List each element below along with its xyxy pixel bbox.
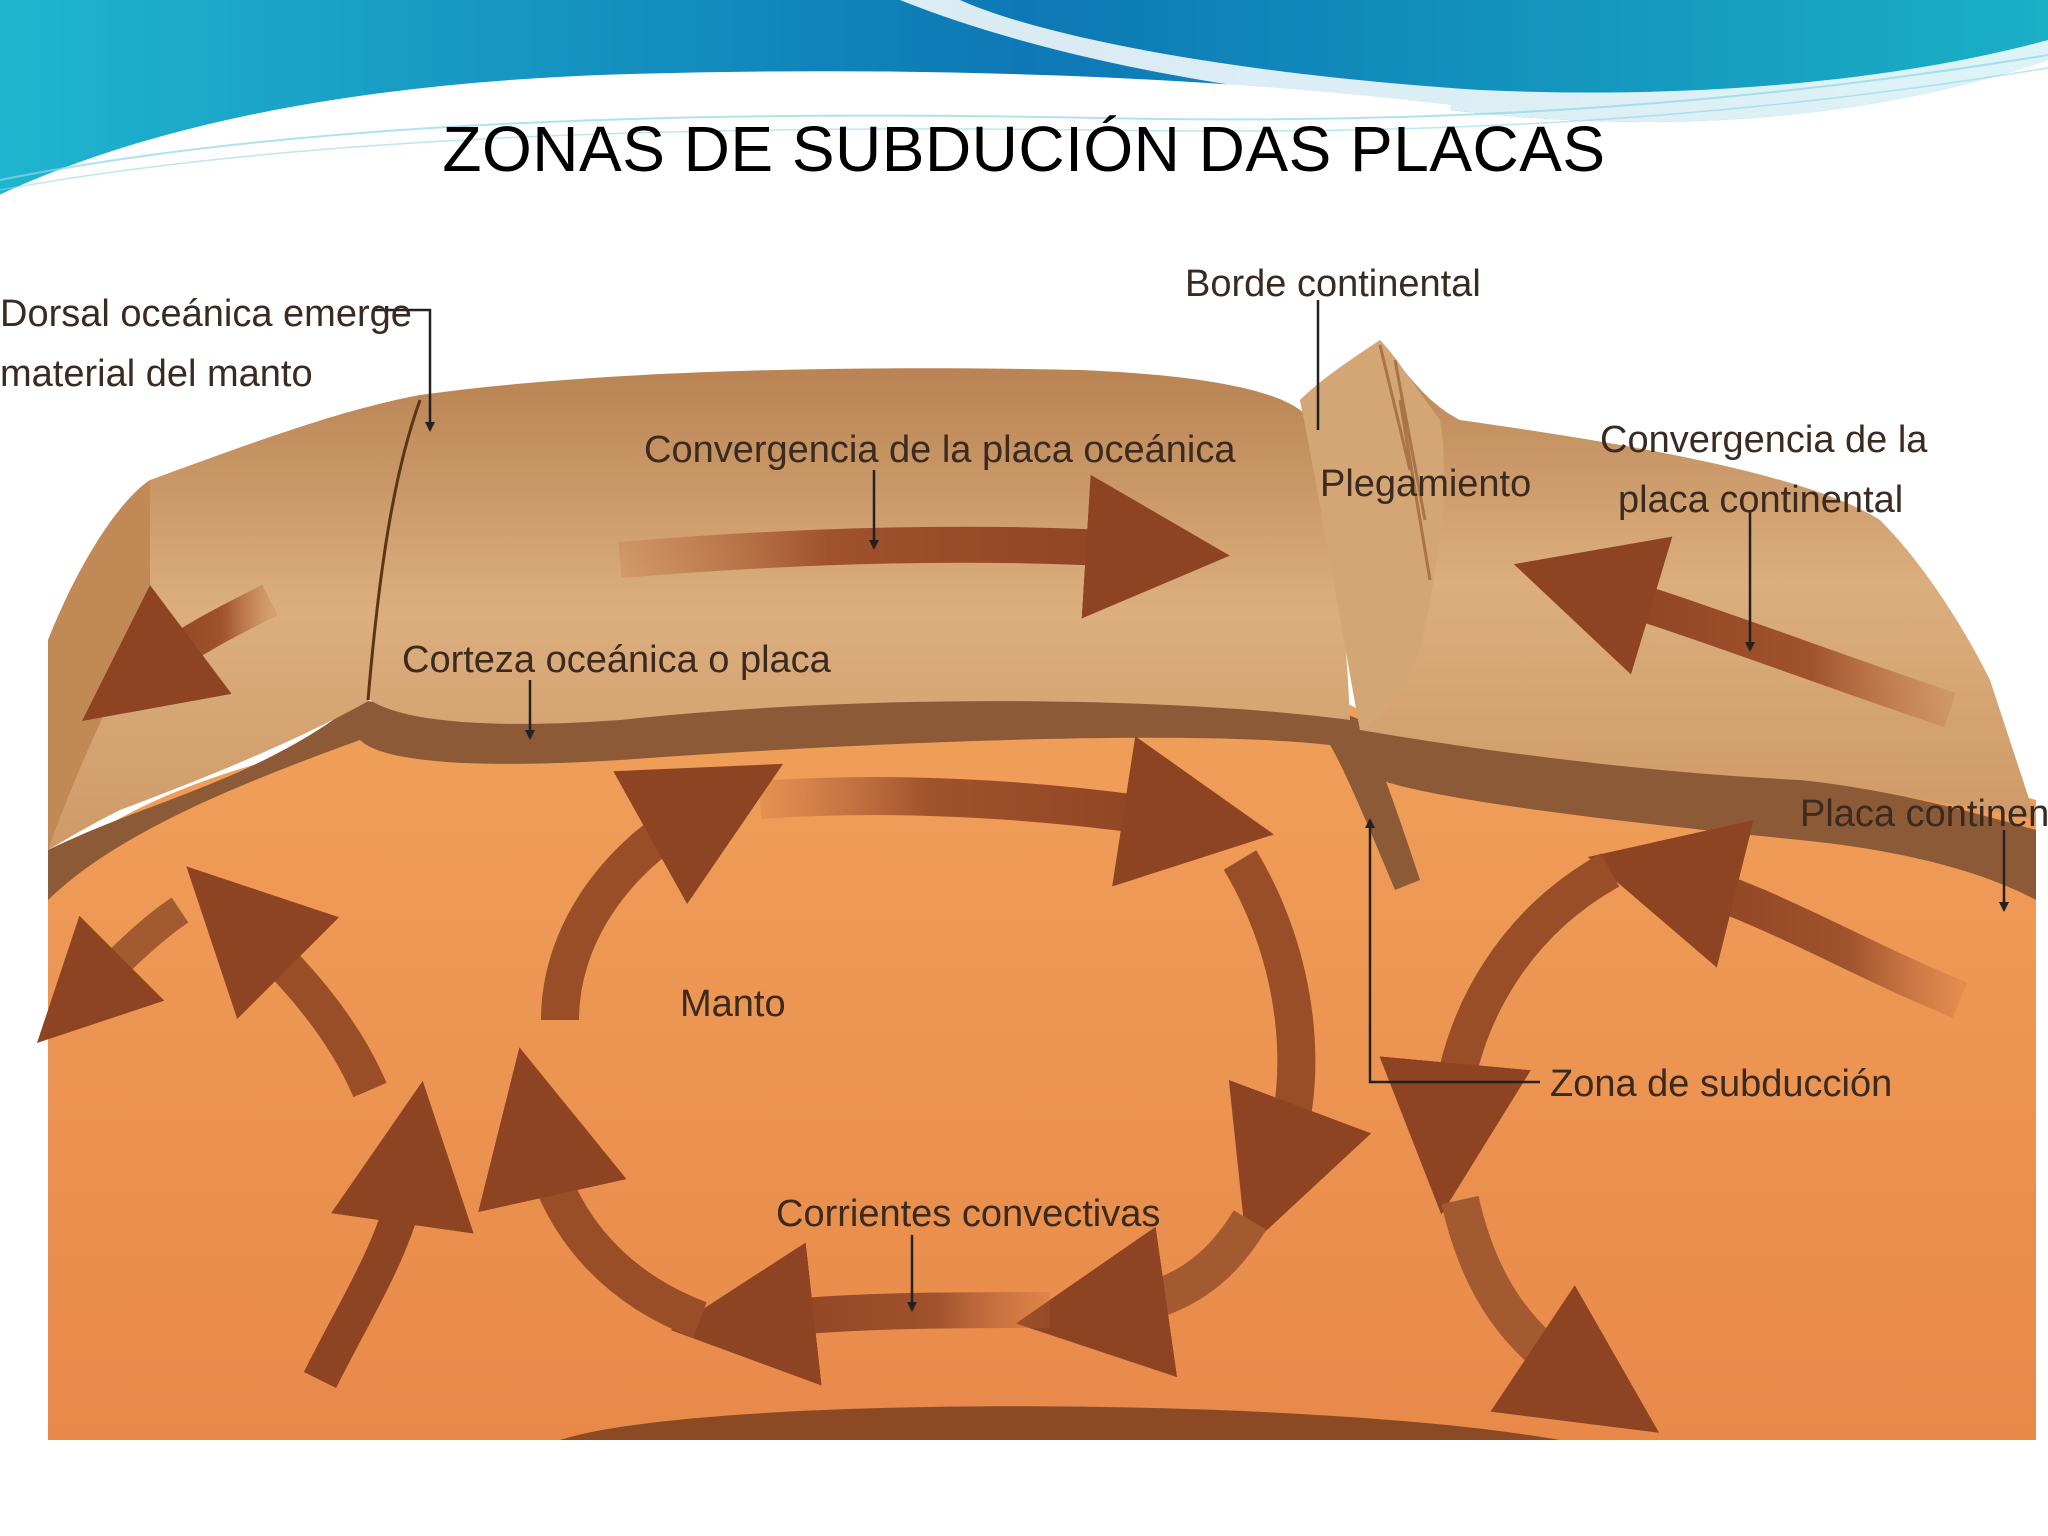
label-dorsal-1: Dorsal oceánica emerge xyxy=(0,293,412,335)
convection-arrows xyxy=(36,474,1968,1433)
crust-arrow-left xyxy=(81,584,278,721)
mantle-arrow-bottom-right xyxy=(1015,1209,1267,1378)
label-placa-continental: Placa continental xyxy=(1800,793,2048,835)
ridge-rift xyxy=(366,399,422,701)
mountain-fold xyxy=(1300,340,1444,730)
mantle-arrow-far-left-small xyxy=(36,897,189,1044)
label-dorsal-2: material del manto xyxy=(0,353,313,395)
label-borde-continental: Borde continental xyxy=(1185,263,1481,305)
label-zona-subduccion: Zona de subducción xyxy=(1550,1063,1892,1105)
pointer-subduccion xyxy=(1365,818,1540,1084)
mantle-arrow-bottom xyxy=(670,1242,1051,1386)
mantle-block xyxy=(48,680,2036,1440)
crust-arrow-oceanic xyxy=(618,474,1230,619)
label-plegamiento: Plegamiento xyxy=(1320,463,1531,505)
mantle-arrow-far-left-curve xyxy=(186,866,387,1098)
slide-title: ZONAS DE SUBDUCIÓN DAS PLACAS xyxy=(442,113,1606,185)
header-wave xyxy=(0,0,2048,205)
mantle-arrow-top xyxy=(758,736,1274,887)
mantle-arrow-right-down xyxy=(1223,850,1372,1249)
pointer-dorsal xyxy=(375,308,435,432)
label-convergencia-oceanica: Convergencia de la placa oceánica xyxy=(644,429,1236,471)
oceanic-crust xyxy=(48,368,1350,850)
crust-arrow-continental xyxy=(1513,536,1956,728)
mantle-arrow-sub-down xyxy=(1379,853,1620,1215)
label-convergencia-continental-2: placa continental xyxy=(1618,479,1903,521)
continental-plate-dark xyxy=(1360,730,2036,900)
label-manto: Manto xyxy=(680,983,786,1025)
mantle-arrow-far-left-up xyxy=(303,1080,474,1389)
label-convergencia-continental-1: Convergencia de la xyxy=(1600,419,1928,461)
oceanic-plate-edge xyxy=(48,687,1420,900)
label-corteza-oceanica: Corteza oceánica o placa xyxy=(402,639,832,681)
label-pointers xyxy=(375,300,2009,1312)
mantle-arrow-left-top xyxy=(541,763,784,1021)
mantle-arrow-continental xyxy=(1587,820,1968,1018)
label-corrientes-convectivas: Corrientes convectivas xyxy=(776,1193,1160,1235)
mantle-arrow-left-up xyxy=(478,1047,707,1338)
mantle-arrow-sub-bottom xyxy=(1441,1195,1660,1433)
core-curve xyxy=(560,1406,1560,1440)
